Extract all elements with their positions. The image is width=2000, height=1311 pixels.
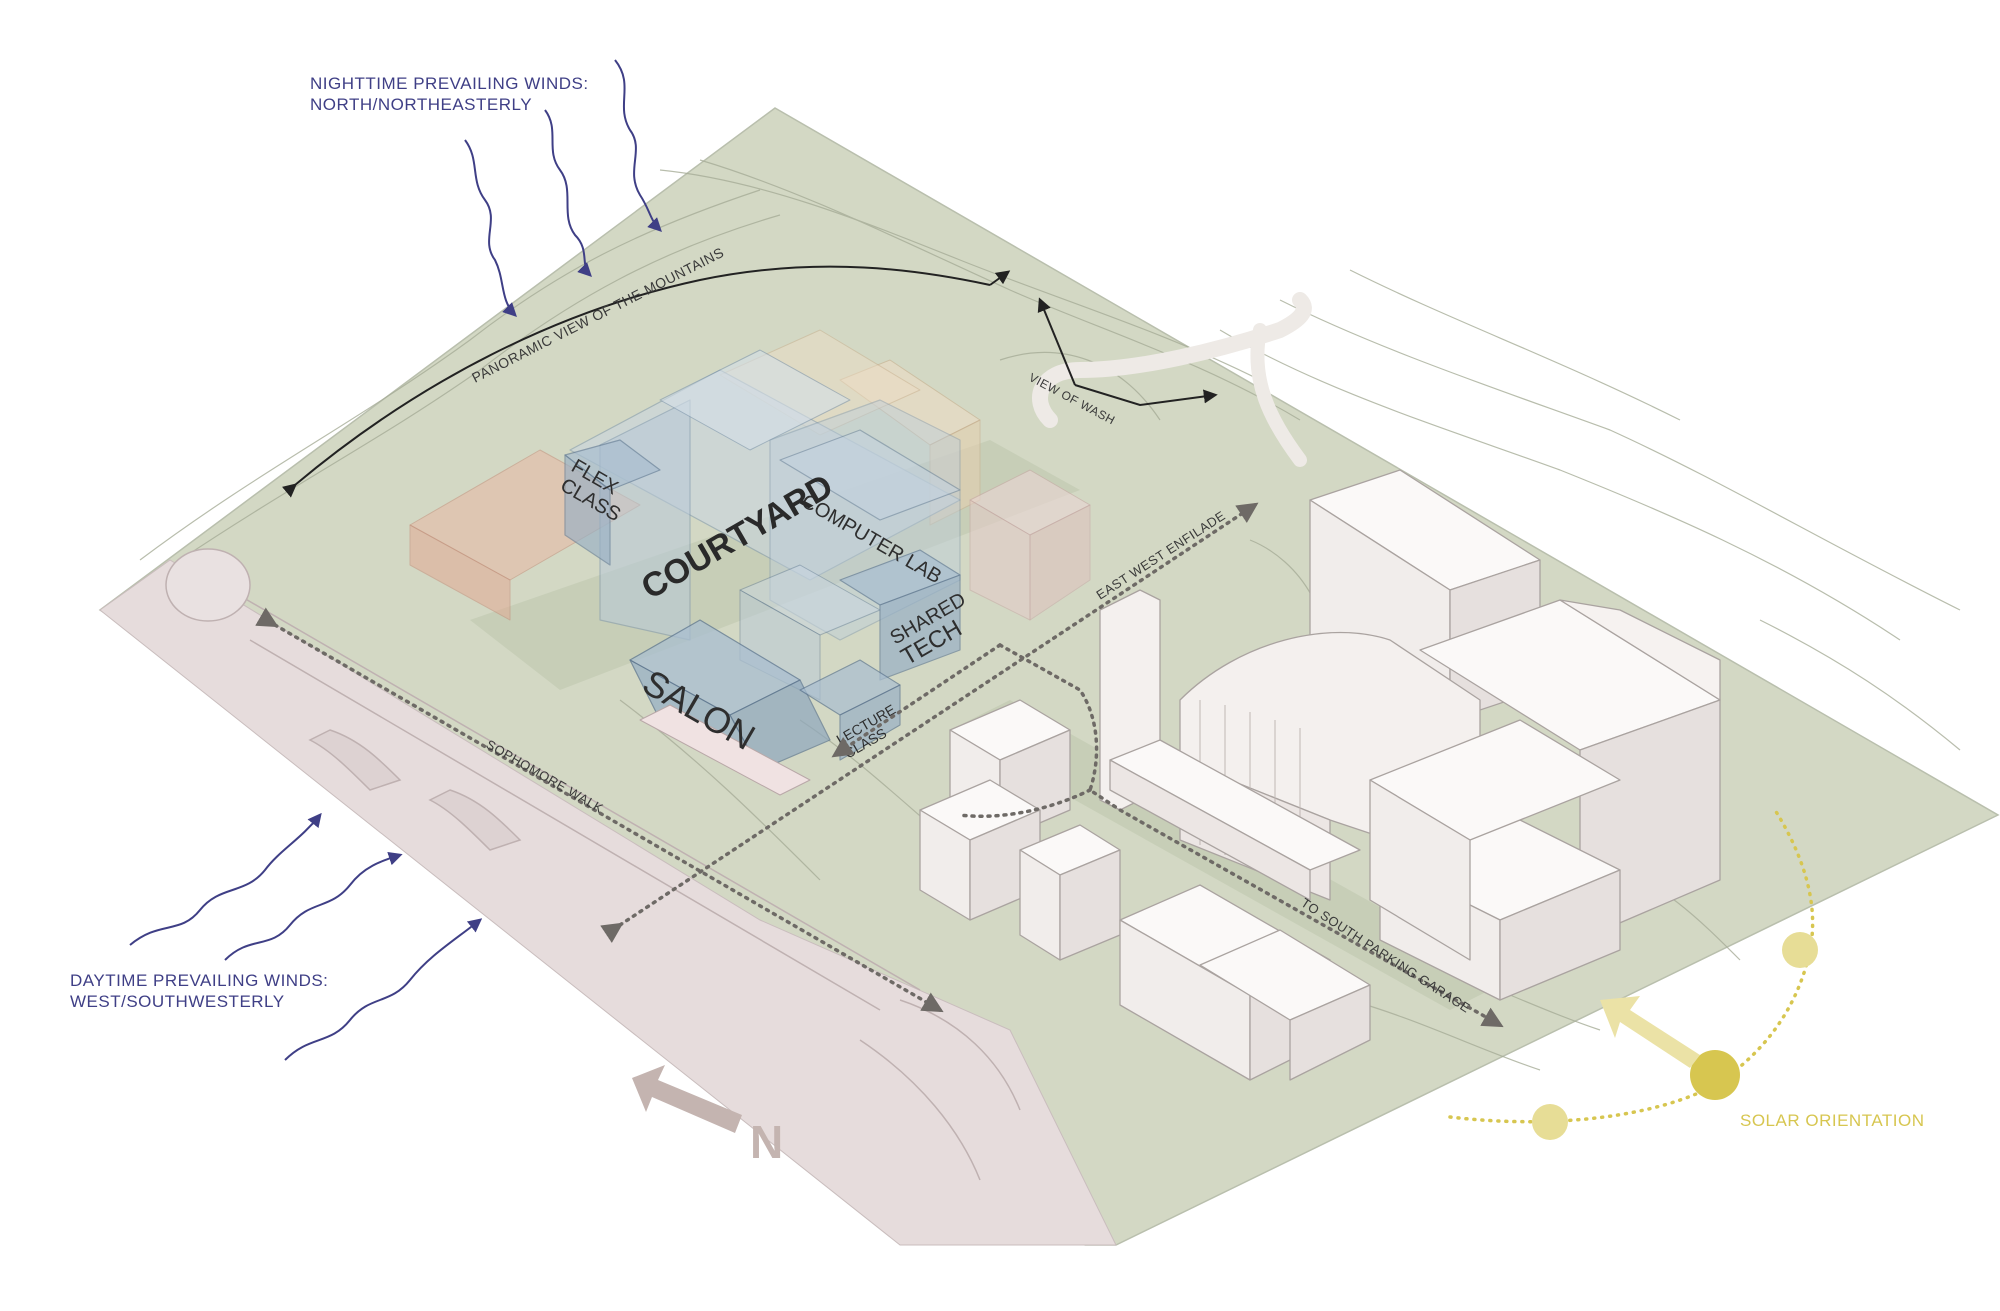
wind-arrow-icon: [614, 59, 662, 232]
solar-orientation-label: SOLAR ORIENTATION: [1740, 1111, 1925, 1130]
wind-arrow-icon: [464, 139, 517, 317]
night-wind-arrows: [464, 59, 662, 317]
day-winds-note: DAYTIME PREVAILING WINDS: WEST/SOUTHWEST…: [70, 970, 328, 1012]
day-winds-line-2: WEST/SOUTHWESTERLY: [70, 992, 285, 1011]
north-arrow-icon: [632, 1065, 742, 1133]
wind-arrow-icon: [284, 918, 483, 1061]
sun-icon: [1690, 1050, 1740, 1100]
day-wind-arrows: [129, 812, 483, 1061]
panoramic-view-arrow: [281, 265, 991, 498]
sun-icon: [1532, 1104, 1568, 1140]
wind-arrow-icon: [129, 812, 322, 946]
east-campus-loop: [958, 788, 1092, 819]
night-winds-note: NIGHTTIME PREVAILING WINDS: NORTH/NORTHE…: [310, 73, 589, 115]
sun-icon: [1782, 932, 1818, 968]
east-west-enfilade-path: [600, 502, 1259, 944]
night-winds-line-1: NIGHTTIME PREVAILING WINDS:: [310, 74, 589, 93]
night-winds-line-2: NORTH/NORTHEASTERLY: [310, 95, 533, 114]
north-arrow: N: [632, 1065, 783, 1168]
circulation-paths: [255, 502, 1504, 1028]
north-label: N: [750, 1116, 783, 1168]
view-arrows: [281, 265, 1218, 498]
solar-arrow-icon: [1600, 996, 1700, 1068]
sun-path: [1448, 808, 1815, 1124]
wash-path: [1032, 292, 1312, 428]
solar-orientation-note: SOLAR ORIENTATION: [1740, 1110, 1925, 1131]
view-of-wash-arrow: [1037, 297, 1076, 386]
wind-arrow-icon: [224, 851, 403, 961]
solar-orientation: [1448, 808, 1818, 1140]
day-winds-line-1: DAYTIME PREVAILING WINDS:: [70, 971, 329, 990]
salon-link-path: [831, 643, 1002, 758]
wind-arrow-icon: [544, 109, 592, 277]
